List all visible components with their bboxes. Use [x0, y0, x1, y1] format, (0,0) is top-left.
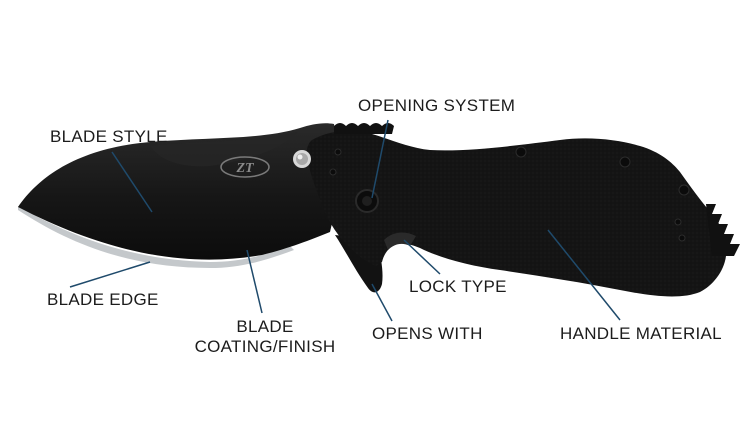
zt-logo: ZT	[220, 156, 270, 178]
label-lock-type: LOCK TYPE	[409, 277, 507, 296]
handle-screw	[678, 184, 690, 196]
handle-screw	[674, 218, 682, 226]
leader-handle-material	[547, 229, 621, 321]
handle	[307, 130, 727, 297]
label-blade-edge: BLADE EDGE	[47, 290, 159, 309]
leader-lock-type	[403, 239, 441, 275]
spine-jimping	[334, 123, 394, 134]
leader-lines	[69, 119, 621, 322]
handle-notches	[706, 204, 740, 256]
blade	[18, 123, 342, 260]
blade-edge-bevel	[18, 206, 294, 268]
leader-opens-with	[371, 283, 393, 322]
blade-swedge	[150, 132, 298, 167]
label-blade-coating-line1: BLADE	[236, 317, 294, 336]
lock-bar	[384, 232, 416, 250]
svg-text:ZT: ZT	[235, 161, 255, 176]
handle-screw	[334, 148, 342, 156]
label-blade-coating-finish: BLADE COATING/FINISH	[190, 317, 340, 357]
label-opens-with: OPENS WITH	[372, 324, 483, 343]
handle-screw	[515, 146, 527, 158]
handle-screw	[619, 156, 631, 168]
leader-blade-style	[111, 151, 153, 213]
label-blade-coating-line2: COATING/FINISH	[194, 337, 336, 356]
label-blade-style: BLADE STYLE	[50, 127, 168, 146]
handle-screw	[329, 168, 337, 176]
label-opening-system: OPENING SYSTEM	[358, 96, 516, 115]
leader-blade-coating	[246, 249, 263, 314]
leader-opening-system	[371, 119, 389, 199]
handle-screw	[678, 234, 686, 242]
label-handle-material: HANDLE MATERIAL	[560, 324, 722, 343]
leader-blade-edge	[69, 261, 151, 288]
